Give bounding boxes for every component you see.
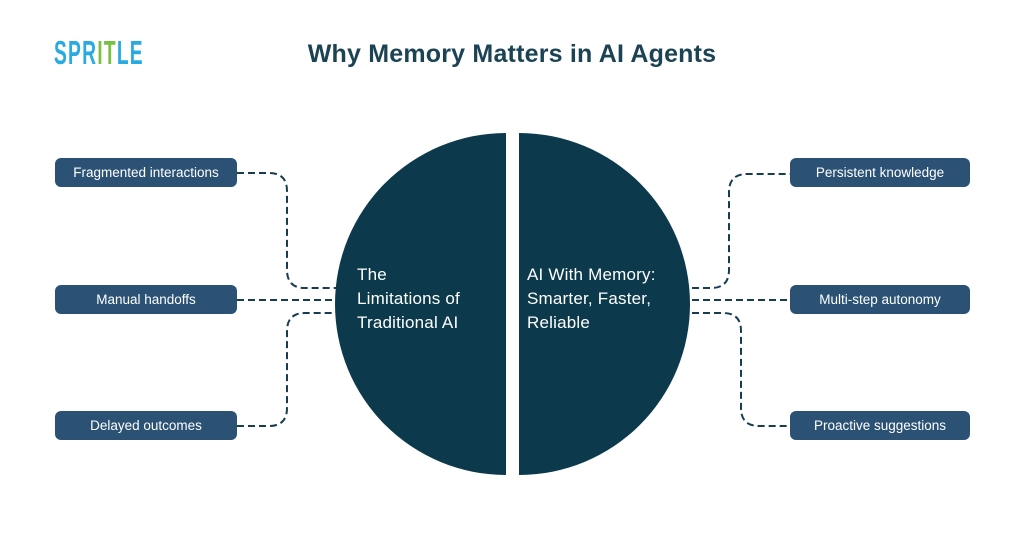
connector-line: [237, 312, 355, 427]
connector-line: [670, 173, 790, 289]
left-half-label: The Limitations of Traditional AI: [357, 263, 497, 335]
limitation-item-manual-handoffs: Manual handoffs: [55, 285, 237, 314]
page-title: Why Memory Matters in AI Agents: [307, 40, 717, 68]
right-half-label: AI With Memory: Smarter, Faster, Reliabl…: [527, 263, 692, 335]
right-half-label-line: AI With Memory:: [527, 265, 656, 284]
right-half-label-line: Reliable: [527, 313, 591, 332]
logo-segment: SPR: [54, 34, 98, 72]
benefit-item-multi-step-autonomy: Multi-step autonomy: [790, 285, 970, 314]
circle-right-half: [519, 133, 690, 475]
connector-line: [670, 312, 790, 427]
benefit-item-persistent-knowledge: Persistent knowledge: [790, 158, 970, 187]
connector-line: [237, 172, 355, 289]
logo-segment: LE: [116, 34, 144, 72]
left-half-label-line: Limitations of: [357, 289, 460, 308]
left-half-label-line: Traditional AI: [357, 313, 459, 332]
circle-left-half: [335, 133, 506, 475]
benefit-item-proactive-suggestions: Proactive suggestions: [790, 411, 970, 440]
spritle-logo: SPRITLE: [54, 34, 144, 73]
limitation-item-fragmented-interactions: Fragmented interactions: [55, 158, 237, 187]
right-half-label-line: Smarter, Faster,: [527, 289, 652, 308]
limitation-item-delayed-outcomes: Delayed outcomes: [55, 411, 237, 440]
logo-segment: IT: [97, 34, 117, 72]
left-half-label-line: The: [357, 265, 387, 284]
